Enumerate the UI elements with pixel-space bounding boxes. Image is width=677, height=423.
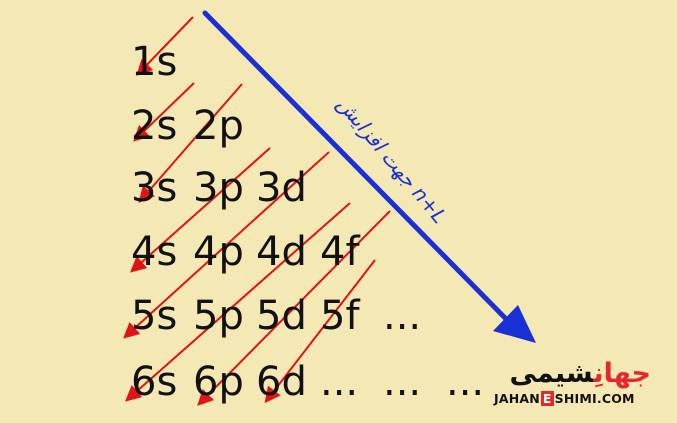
diagonal-arrow <box>133 82 195 142</box>
diagonal-arrow <box>123 151 330 339</box>
diagonal-arrow <box>130 147 271 273</box>
diagonal-arrow <box>125 202 351 402</box>
orbital-label: 6p <box>193 359 244 405</box>
main-arrow-shaft <box>202 10 519 332</box>
logo-url-part2: SHIMI.COM <box>554 391 635 406</box>
diagonal-arrows <box>123 16 391 406</box>
orbital-label: 5s <box>131 293 178 339</box>
orbital-label: ... <box>383 359 422 405</box>
logo-name-part1: جهانِ <box>593 358 651 389</box>
orbital-label: ... <box>383 293 422 339</box>
orbital-label: 1s <box>131 39 178 85</box>
diagonal-arrow <box>136 16 194 76</box>
orbital-label: ... <box>446 359 485 405</box>
main-arrow-head <box>493 305 536 343</box>
orbital-label: 4s <box>131 229 178 275</box>
orbital-label: 3d <box>256 165 307 211</box>
orbital-label: 6s <box>131 359 178 405</box>
logo-url-accent: E <box>540 391 554 406</box>
orbital-label: 3p <box>193 165 244 211</box>
logo-name-part2: شیمی <box>509 358 594 389</box>
orbital-label: 6d <box>256 359 307 405</box>
orbital-label: 4f <box>320 229 360 275</box>
orbital-label: 3s <box>131 165 178 211</box>
orbital-label: 2s <box>131 103 178 149</box>
orbital-label: 2p <box>193 103 244 149</box>
orbital-label: 4d <box>256 229 307 275</box>
orbital-label: 5d <box>256 293 307 339</box>
diagonal-arrow <box>138 83 243 204</box>
logo-wordmark: جهانِشیمی <box>510 358 651 389</box>
diagonal-arrow <box>264 259 376 404</box>
logo-url-part1: JAHAN <box>494 391 540 406</box>
diagonal-arrow <box>197 210 391 406</box>
orbital-label: 5f <box>320 293 360 339</box>
orbital-label: 5p <box>193 293 244 339</box>
orbital-label: 4p <box>193 229 244 275</box>
main-arrow <box>202 10 536 343</box>
orbital-label: ... <box>320 359 359 405</box>
